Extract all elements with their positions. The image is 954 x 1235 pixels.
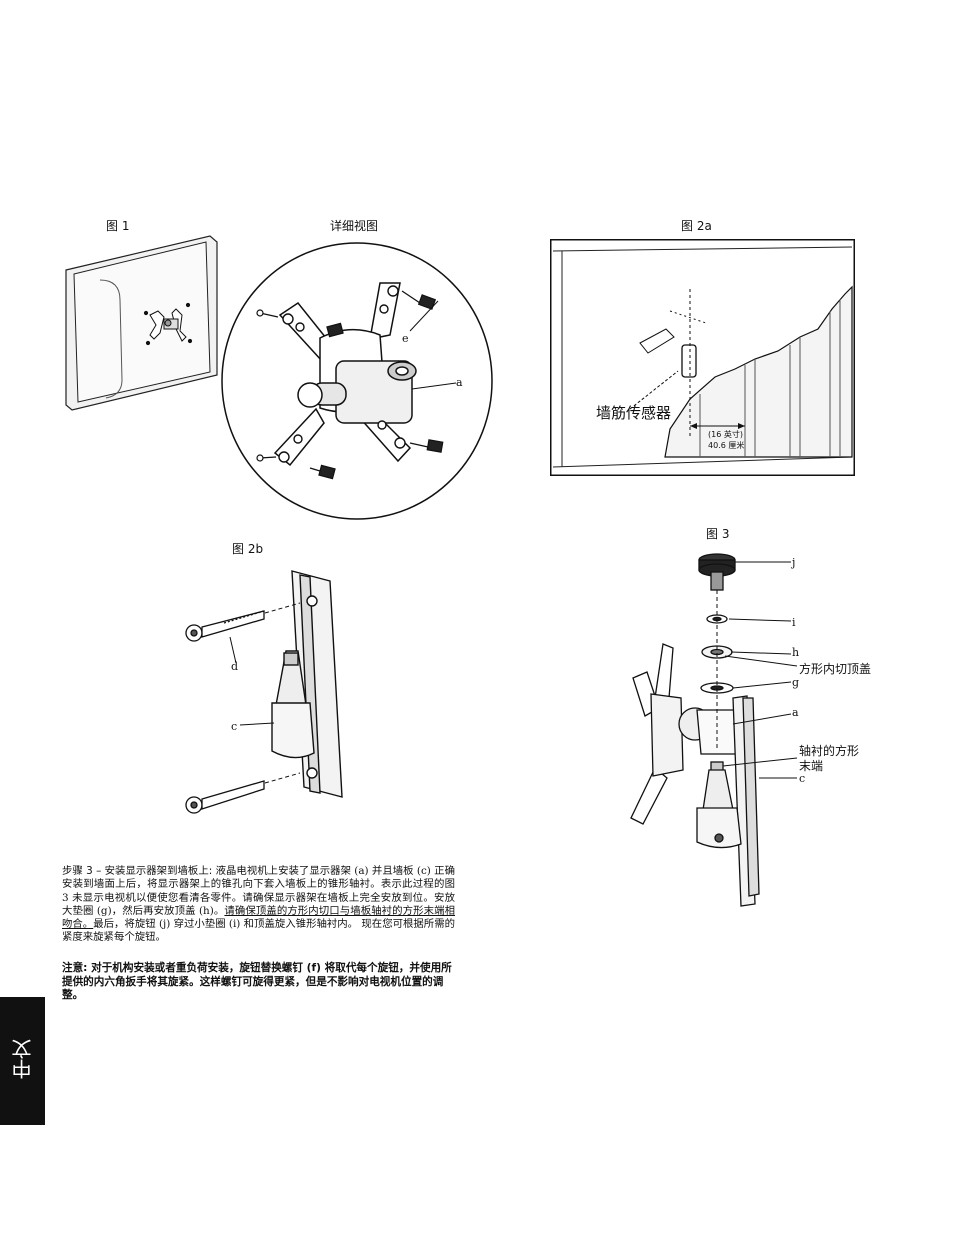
- fig3-label-bushing-line2: 末端: [799, 759, 824, 773]
- dimension-inches: (16 英寸): [708, 430, 743, 439]
- detail-view-illustration: [221, 242, 493, 520]
- figure-3-illustration: [630, 553, 798, 907]
- fig2b-label-c: c: [231, 720, 238, 733]
- step3-body: 液晶电视机上安装了显示器架 (a) 并且墙板 (c) 正确安装到墙面上后，将显示…: [62, 865, 455, 917]
- fig3-label-a: a: [792, 706, 799, 719]
- fig2b-label-d: d: [231, 660, 239, 673]
- figure-2a-illustration: [550, 239, 855, 476]
- fig3-label-square-cap: 方形内切顶盖: [799, 662, 872, 676]
- figure-1-tv-illustration: [65, 235, 218, 411]
- stud-sensor-label: 墙筋传感器: [596, 404, 672, 422]
- detail-label-e: e: [402, 332, 409, 345]
- step3-body-end: 最后，将旋钮 (j) 穿过小垫圈 (i) 和顶盖旋入锥形轴衬内。 现在您可根据所…: [62, 918, 456, 944]
- figure-3-caption: 图 3: [706, 527, 730, 541]
- language-side-tab: 中文: [0, 997, 45, 1125]
- figure-2b-illustration: [185, 570, 343, 814]
- dimension-cm: 40.6 厘米: [708, 441, 745, 450]
- note-paragraph: 注意: 对于机构安装或者重负荷安装，旋钮替换螺钉 (f) 将取代每个旋钮，并使用…: [62, 962, 452, 1001]
- language-tab-label: 中文: [11, 1039, 35, 1079]
- fig3-label-i: i: [792, 616, 796, 629]
- step3-paragraph: 步骤 3 – 安装显示器架到墙板上: 液晶电视机上安装了显示器架 (a) 并且墙…: [62, 865, 455, 945]
- step3-heading: 步骤 3 – 安装显示器架到墙板上:: [62, 865, 213, 877]
- figure-2b-caption: 图 2b: [232, 542, 264, 556]
- fig3-label-c: c: [799, 772, 806, 785]
- figure-1-caption: 图 1: [106, 219, 130, 233]
- fig3-label-bushing-line1: 轴衬的方形: [799, 744, 860, 758]
- figure-2a-caption: 图 2a: [681, 219, 712, 233]
- step3-body-underlined: 请确保顶盖的方形内切口与墙板轴衬的方形末端相吻合。: [62, 904, 455, 931]
- fig3-label-h: h: [792, 646, 800, 659]
- detail-label-a: a: [456, 376, 463, 389]
- detail-view-caption: 详细视图: [330, 219, 379, 233]
- fig3-label-g: g: [792, 676, 800, 689]
- fig3-label-j: j: [792, 556, 796, 569]
